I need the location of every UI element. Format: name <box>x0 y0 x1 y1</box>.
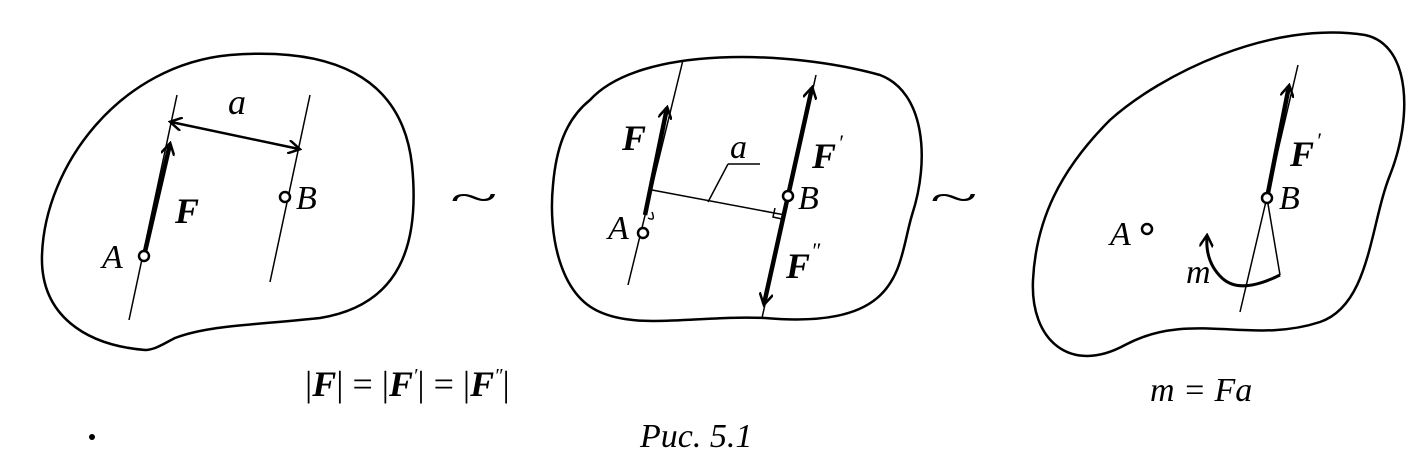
point-b-marker-3 <box>1260 191 1274 205</box>
body-outline-3 <box>1031 31 1406 357</box>
point-label-b-1: B <box>296 180 317 217</box>
equals-sign: = <box>352 364 373 404</box>
point-b-marker-1 <box>278 190 292 204</box>
perpendicular-segment-a-2 <box>651 189 786 216</box>
prime-mark-2: ′ <box>838 130 843 155</box>
force-label-f-2: F <box>622 118 647 158</box>
double-prime-mark-2: ″ <box>811 238 821 263</box>
moment-arc-m-3 <box>1207 236 1281 288</box>
force-vector-f-1 <box>141 144 170 257</box>
point-label-a-3: A <box>1110 216 1131 253</box>
eq-f-prime: F <box>388 364 413 404</box>
force-vector-f-double-prime-2 <box>764 195 791 304</box>
eq-prime-mark: ′ <box>413 365 418 387</box>
abs-bar: | <box>381 364 389 404</box>
distance-label-a-1: a <box>228 82 246 122</box>
body-outline-2 <box>550 55 923 323</box>
figure-caption: Рис. 5.1 <box>640 418 753 455</box>
moment-label-m-3: m <box>1186 254 1211 291</box>
leader-line-a-2 <box>707 163 729 203</box>
force-label-f-1: F <box>175 191 200 231</box>
force-equality-equation: |F| = |F′| = |F″| <box>305 366 510 402</box>
abs-bar: | <box>336 364 344 404</box>
force-label-f-prime-3: F <box>1290 134 1315 174</box>
force-vector-f-prime-3 <box>1264 86 1289 199</box>
point-a-marker-3 <box>1140 222 1154 236</box>
distance-arrow-a-1 <box>171 122 299 149</box>
equivalence-symbol-1: ~ <box>450 175 498 220</box>
speck-mark <box>89 434 95 440</box>
distance-label-a-2: a <box>730 129 747 166</box>
abs-bar: | <box>417 364 425 404</box>
equivalence-symbol-2: ~ <box>930 175 978 220</box>
point-b-marker-2 <box>781 189 795 203</box>
prime-mark-3: ′ <box>1316 128 1321 153</box>
force-vector-f-2 <box>642 108 667 216</box>
force-vector-f-prime-2 <box>785 88 812 197</box>
moment-equation: m = Fa <box>1150 372 1253 409</box>
point-label-b-2: B <box>798 180 819 217</box>
point-a-marker-1 <box>137 249 151 263</box>
abs-bar: | <box>305 364 313 404</box>
abs-bar: | <box>502 364 510 404</box>
equals-sign: = <box>433 364 454 404</box>
abs-bar: | <box>462 364 471 404</box>
point-label-a-2: A <box>608 210 629 247</box>
force-label-f-prime-2: F <box>812 136 837 176</box>
point-a-marker-2 <box>636 226 650 240</box>
moment-radius-line-3 <box>1266 197 1281 276</box>
eq-f: F <box>312 364 337 404</box>
body-outline-1 <box>40 52 415 352</box>
tick-mark-a-2 <box>647 211 655 220</box>
force-label-f-double-prime-2: F <box>786 246 811 286</box>
action-line-b-1 <box>269 94 311 283</box>
point-label-b-3: B <box>1279 180 1300 217</box>
point-label-a-1: A <box>102 239 123 276</box>
eq-double-prime-mark: ″ <box>494 365 503 387</box>
eq-f-double-prime: F <box>470 364 495 404</box>
right-angle-mark-2 <box>772 207 783 220</box>
